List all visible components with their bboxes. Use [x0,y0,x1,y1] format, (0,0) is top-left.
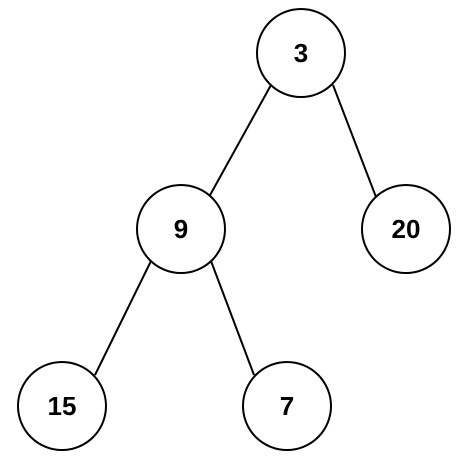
tree-node-3: 3 [256,8,346,98]
edge-9-15 [94,260,152,376]
node-circle [361,184,451,274]
node-circle [242,361,332,451]
node-label: 3 [294,38,308,68]
node-circle [17,361,107,451]
edge-3-20 [332,84,377,198]
node-circle [256,8,346,98]
tree-edges [94,84,377,376]
tree-node-7: 7 [242,361,332,451]
edge-9-7 [210,260,255,376]
tree-node-20: 20 [361,184,451,274]
node-label: 15 [48,391,77,421]
edge-3-9 [208,84,272,198]
tree-node-15: 15 [17,361,107,451]
node-label: 20 [392,214,421,244]
node-circle [136,184,226,274]
tree-node-9: 9 [136,184,226,274]
node-label: 9 [174,214,188,244]
node-label: 7 [280,391,294,421]
